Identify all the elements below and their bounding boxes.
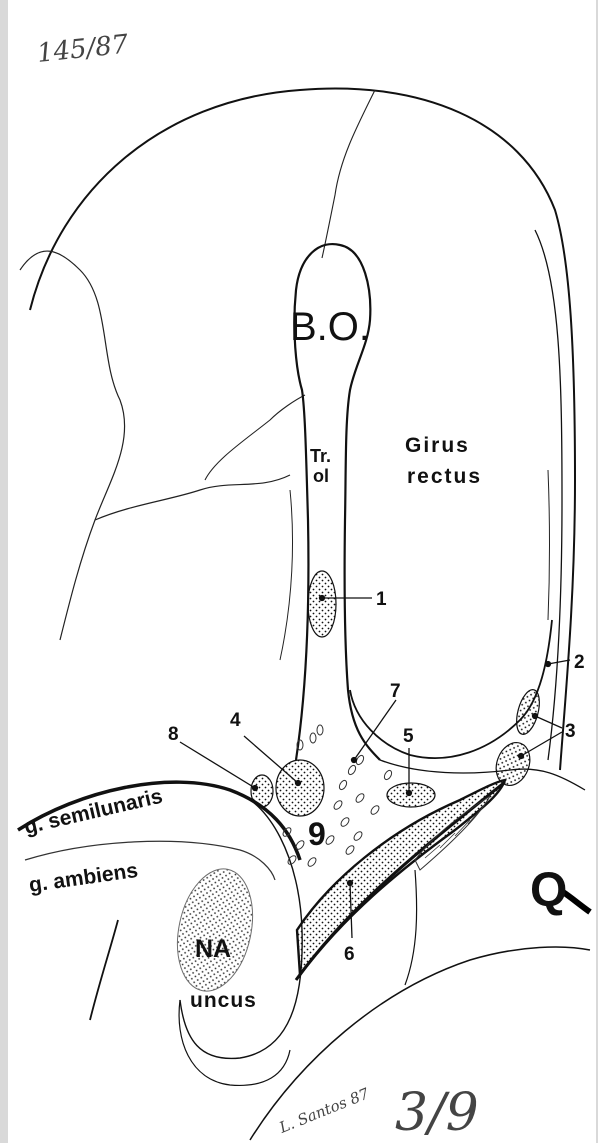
label-g-ambiens: g. ambiens xyxy=(27,859,139,897)
signature: L. Santos 87 xyxy=(276,1084,372,1137)
number-7: 7 xyxy=(390,681,401,702)
girus-rectus-outline xyxy=(350,620,552,758)
nucleus-1 xyxy=(308,571,336,637)
nucleus-4 xyxy=(276,760,324,816)
sulcus-right-vertical xyxy=(548,470,550,620)
number-9: 9 xyxy=(308,816,326,852)
nucleus-3-upper xyxy=(512,687,543,737)
sulcus-top xyxy=(322,90,375,258)
nucleus-na xyxy=(167,862,263,998)
number-3: 3 xyxy=(565,721,576,742)
bottom-left-sulcus xyxy=(90,920,118,1020)
label-tractus-1: Tr. xyxy=(310,446,331,466)
optic-region-outline xyxy=(405,870,417,985)
reference-bottom: 3/9 xyxy=(395,1083,479,1143)
number-2: 2 xyxy=(574,652,585,673)
label-uncus: uncus xyxy=(190,989,257,1012)
number-8: 8 xyxy=(168,724,179,745)
number-1: 1 xyxy=(376,589,387,610)
q-mark: Q xyxy=(530,864,567,917)
sulcus-left-branch xyxy=(205,395,305,480)
sulcus-mid-left xyxy=(280,490,293,660)
reference-top: 145/87 xyxy=(36,30,131,69)
label-girus: Girus xyxy=(405,434,470,457)
number-5: 5 xyxy=(403,726,414,747)
label-bulbus-olfactorius: B.O. xyxy=(290,305,370,349)
number-4: 4 xyxy=(230,710,241,731)
olfactory-striae-band xyxy=(297,780,505,975)
sulcus-left-mid xyxy=(95,475,290,520)
label-tractus-2: ol xyxy=(313,466,329,486)
number-6: 6 xyxy=(344,944,355,965)
sulcus-left-upper xyxy=(20,251,125,640)
hemisphere-outline xyxy=(30,89,575,771)
label-na: NA xyxy=(195,935,231,963)
label-g-semilunaris: g. semilunaris xyxy=(22,785,165,839)
label-rectus: rectus xyxy=(407,465,482,488)
